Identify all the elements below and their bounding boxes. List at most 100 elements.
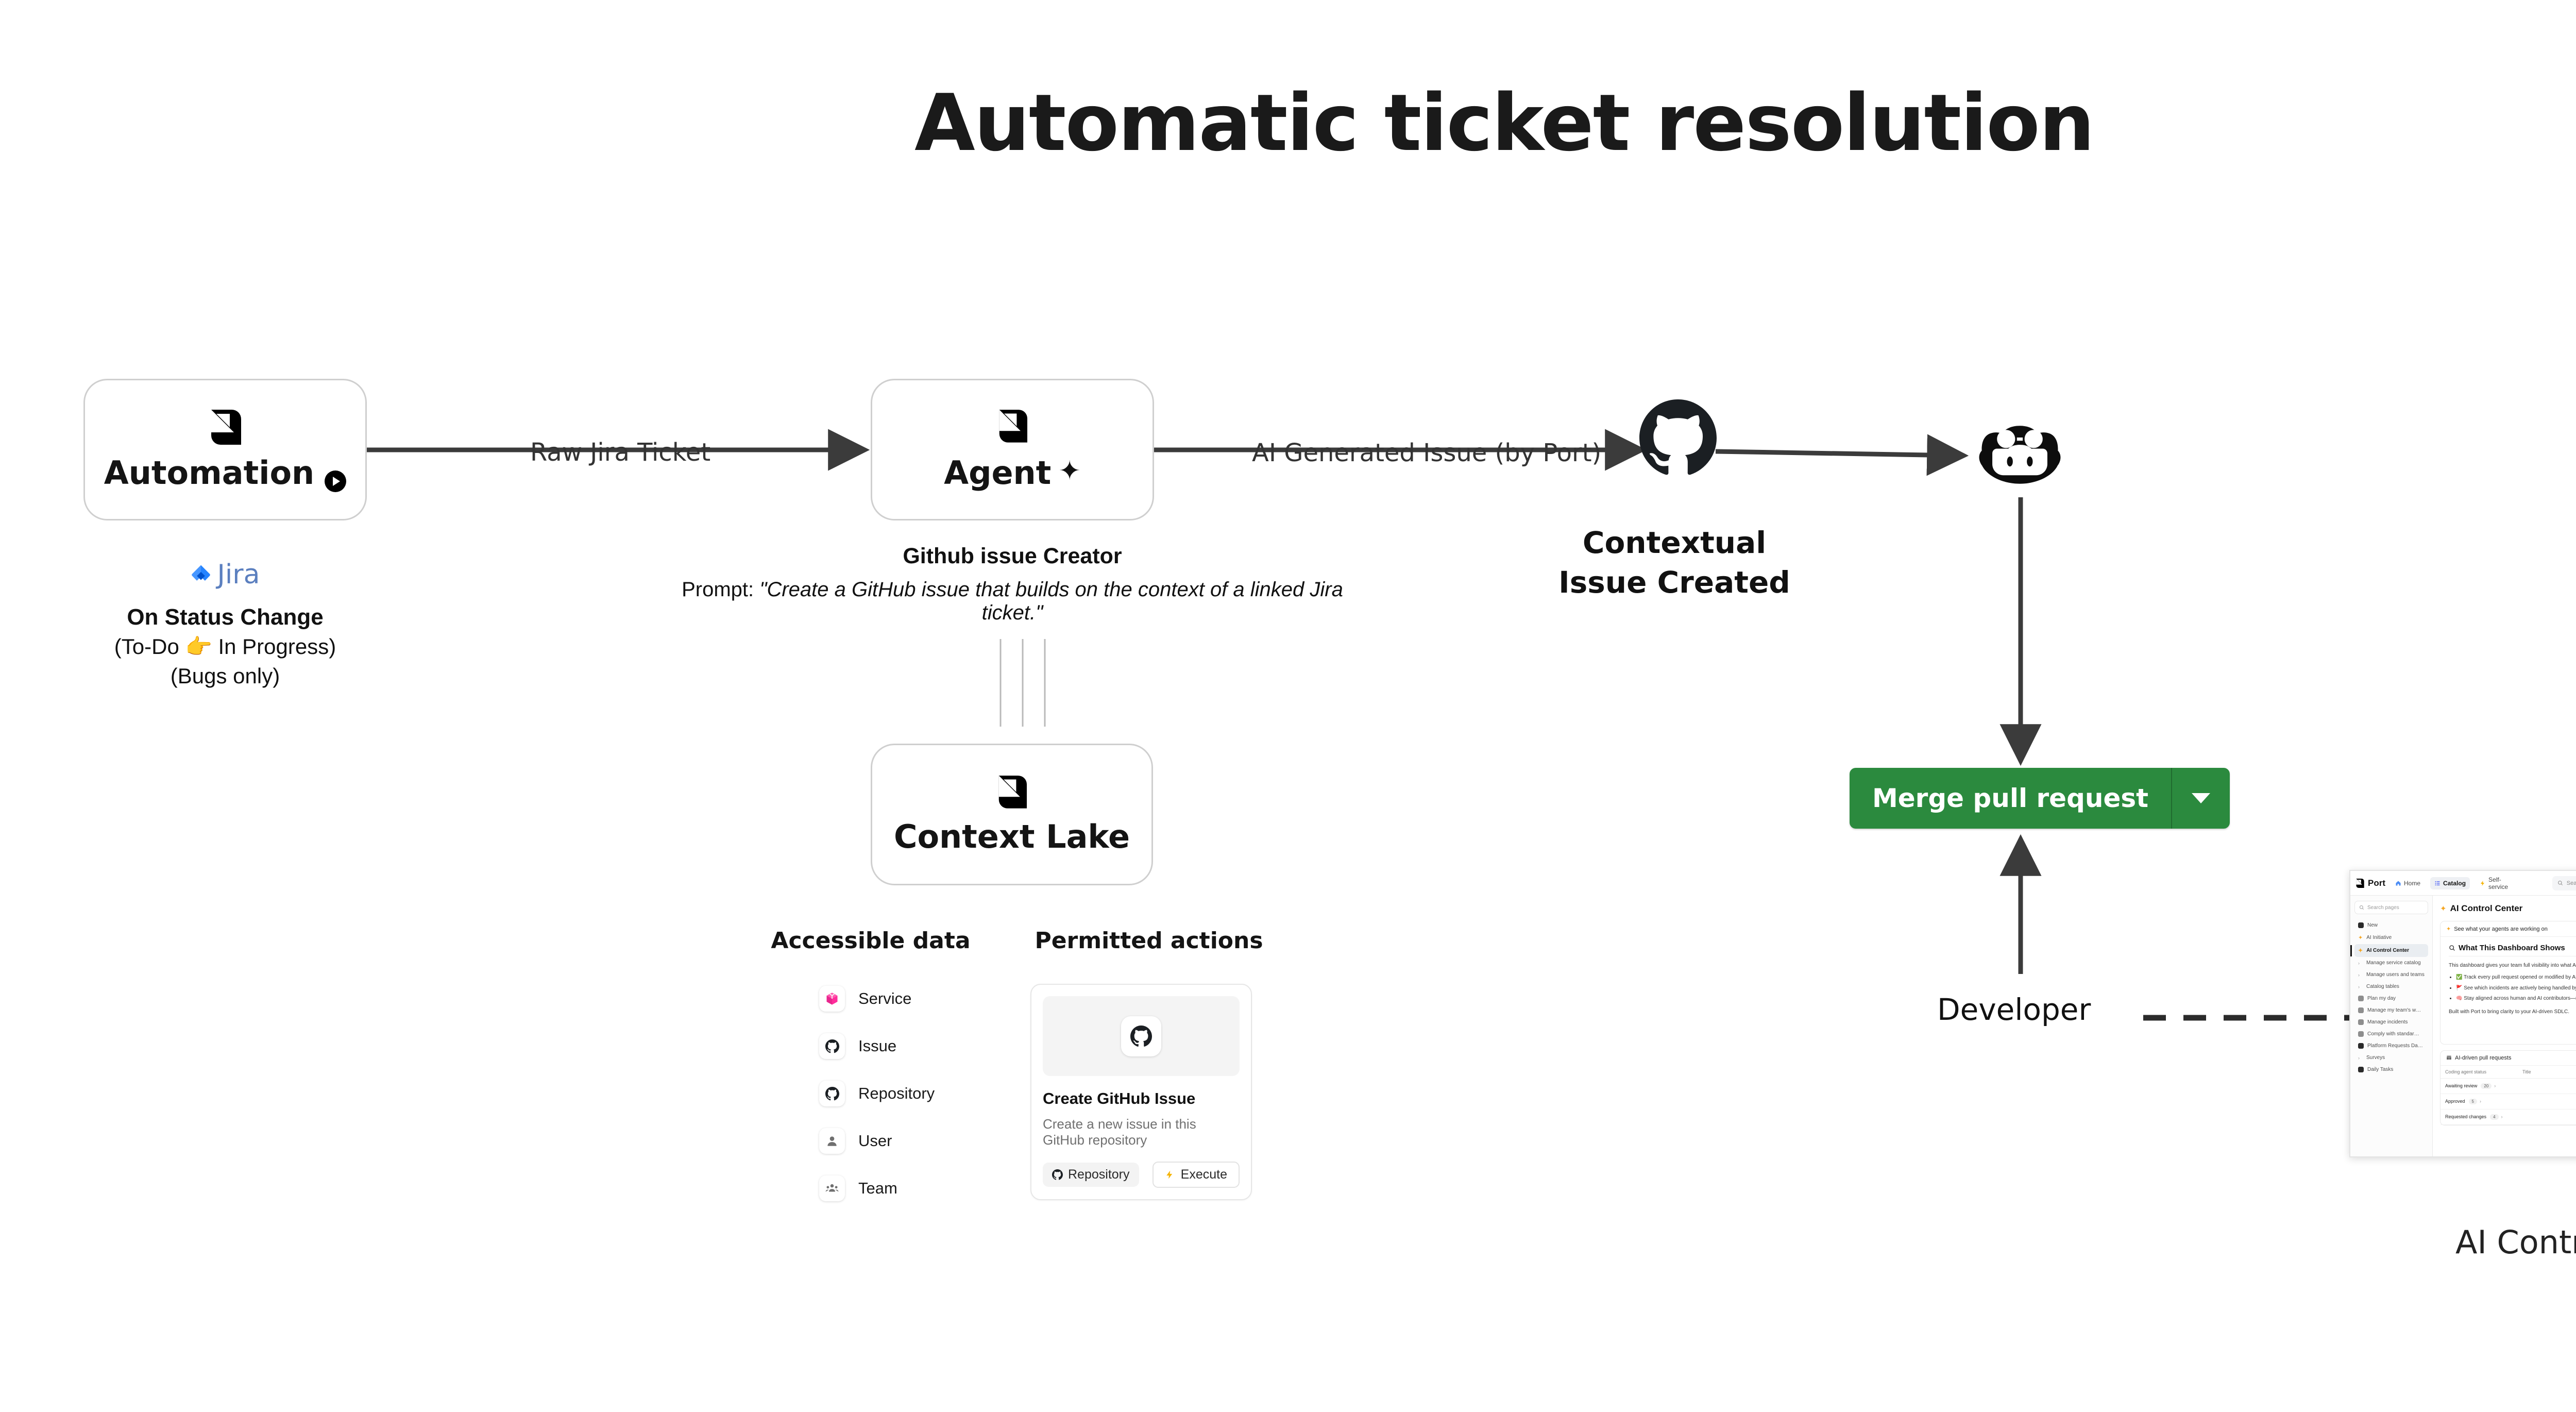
- list-item[interactable]: Repository: [819, 1081, 979, 1106]
- sparkle-icon: ✦: [2440, 904, 2447, 913]
- search-input[interactable]: Search ⌘ K: [2552, 876, 2576, 890]
- list-item: 🚩 See which incidents are actively being…: [2456, 985, 2576, 993]
- repository-chip[interactable]: Repository: [1043, 1163, 1139, 1187]
- automation-caption: Jira On Status Change (To-Do 👉 In Progre…: [83, 559, 367, 688]
- jira-label: Jira: [217, 559, 260, 590]
- chevron-right-icon: ›: [2358, 1055, 2360, 1061]
- sidebar-item-daily-tasks[interactable]: Daily Tasks: [2354, 1064, 2428, 1075]
- node-agent[interactable]: Agent ✦: [871, 379, 1154, 520]
- github-icon: [1052, 1169, 1063, 1180]
- nav-self-service[interactable]: Self-service: [2476, 873, 2520, 893]
- sidebar-item-label: AI Initiative: [2366, 935, 2392, 940]
- github-copilot-icon: [1977, 423, 2062, 487]
- sidebar-item-plan-my-day[interactable]: Plan my day: [2354, 993, 2428, 1004]
- github-octocat-icon: [1639, 399, 1717, 477]
- agent-name: Github issue Creator: [903, 544, 1122, 568]
- action-card-footer: Repository Execute: [1043, 1162, 1240, 1188]
- column-header-coding-agent-status[interactable]: Coding agent status: [2445, 1069, 2487, 1074]
- sidebar-item-manage-my-teams-work[interactable]: Manage my team's w…: [2354, 1004, 2428, 1016]
- agents-card-body: What This Dashboard Shows This dashboard…: [2441, 937, 2576, 1044]
- chevron-right-icon[interactable]: ›: [2494, 1083, 2496, 1088]
- dashboard-title: AI Control Center: [2450, 903, 2523, 913]
- list-item-label: Service: [858, 989, 912, 1007]
- sidebar-item-manage-users-and-teams[interactable]: › Manage users and teams: [2354, 969, 2428, 981]
- table-row[interactable]: Approved 5 ›: [2441, 1094, 2576, 1110]
- agent-caption: Github issue Creator Prompt: "Create a G…: [665, 544, 1360, 625]
- contextual-line-2: Issue Created: [1558, 564, 1790, 600]
- catalog-icon: [2434, 880, 2441, 886]
- sidebar-item-manage-service-catalog[interactable]: › Manage service catalog: [2354, 957, 2428, 969]
- sidebar-item-ai-control-center[interactable]: ✦ AI Control Center: [2354, 944, 2428, 957]
- pr-table-title: AI-driven pull requests: [2455, 1054, 2512, 1061]
- table-icon: [2446, 1055, 2452, 1061]
- sidebar-item-label: AI Control Center: [2366, 948, 2409, 953]
- action-card-thumbnail: [1043, 996, 1240, 1076]
- port-logo-icon: [2355, 878, 2364, 888]
- list-item[interactable]: Team: [819, 1175, 979, 1201]
- nav-catalog[interactable]: Catalog: [2430, 877, 2470, 889]
- github-icon: [819, 1033, 845, 1059]
- node-automation[interactable]: Automation: [83, 379, 367, 520]
- action-card[interactable]: Create GitHub Issue Create a new issue i…: [1030, 984, 1252, 1200]
- search-icon: [2359, 905, 2364, 910]
- sidebar-item-new[interactable]: New: [2354, 919, 2428, 931]
- sidebar-item-label: Manage service catalog: [2366, 960, 2421, 966]
- sidebar-item-comply-with-standards[interactable]: Comply with standar…: [2354, 1028, 2428, 1040]
- execute-button[interactable]: Execute: [1152, 1162, 1240, 1188]
- pr-table-card: AI-driven pull requests Coding agent sta…: [2440, 1050, 2576, 1125]
- calendar-icon: [2358, 996, 2364, 1001]
- row-status-label: Requested changes: [2445, 1114, 2487, 1119]
- row-count: 4: [2490, 1114, 2499, 1120]
- chevron-right-icon[interactable]: ›: [2479, 1099, 2481, 1104]
- contextual-issue-label: Contextual Issue Created: [1494, 523, 1855, 602]
- list-item: ✅ Track every pull request opened or mod…: [2456, 974, 2576, 982]
- sidebar-item-catalog-tables[interactable]: › Catalog tables: [2354, 981, 2428, 993]
- app-brand[interactable]: Port: [2355, 878, 2385, 888]
- table-row[interactable]: Requested changes 4 ›: [2441, 1110, 2576, 1125]
- table-row[interactable]: Awaiting review 20 ›: [2441, 1079, 2576, 1094]
- action-card-title: Create GitHub Issue: [1043, 1089, 1196, 1107]
- lightning-icon: [2480, 880, 2486, 886]
- agents-card-header: ✦ See what your agents are working on: [2441, 921, 2576, 937]
- sidebar-item-label: Daily Tasks: [2367, 1067, 2394, 1072]
- agent-prompt-prefix: Prompt:: [682, 578, 760, 601]
- sidebar-item-ai-initiative[interactable]: ✦ AI Initiative: [2354, 931, 2428, 944]
- search-pages-input[interactable]: Search pages: [2354, 901, 2428, 914]
- list-item[interactable]: User: [819, 1128, 979, 1154]
- chevron-down-icon[interactable]: [2172, 768, 2230, 829]
- list-item[interactable]: Service: [819, 986, 979, 1012]
- list-item[interactable]: Issue: [819, 1033, 979, 1059]
- ai-control-center-screenshot[interactable]: Port Home Catalog Self-service: [2349, 870, 2576, 1157]
- app-brand-label: Port: [2368, 878, 2385, 888]
- play-icon: [325, 470, 347, 492]
- node-context-lake[interactable]: Context Lake: [871, 744, 1153, 885]
- sidebar-item-surveys[interactable]: › Surveys: [2354, 1052, 2428, 1064]
- sidebar-item-platform-requests-dashboard[interactable]: Platform Requests Da…: [2354, 1040, 2428, 1052]
- accessible-data-section: Accessible data Service: [762, 928, 979, 1223]
- github-icon: [819, 1081, 845, 1106]
- agent-prompt-text: "Create a GitHub issue that builds on th…: [759, 578, 1343, 624]
- sidebar-item-label: Manage incidents: [2367, 1019, 2408, 1025]
- automation-condition: (To-Do 👉 In Progress): [114, 634, 336, 659]
- agents-card: ✦ See what your agents are working on Wh…: [2440, 921, 2576, 1045]
- people-icon: [819, 1175, 845, 1201]
- nav-home[interactable]: Home: [2391, 877, 2425, 889]
- node-agent-title: Agent ✦: [944, 454, 1081, 492]
- repository-chip-label: Repository: [1068, 1167, 1130, 1182]
- nav-home-label: Home: [2404, 879, 2421, 887]
- pr-table-columns: Coding agent status Title Pull Request U…: [2441, 1066, 2576, 1079]
- column-header-title[interactable]: Title: [2522, 1069, 2531, 1074]
- list-item-label: User: [858, 1132, 892, 1150]
- sidebar-item-label: Manage users and teams: [2366, 972, 2425, 978]
- sidebar-item-manage-incidents[interactable]: Manage incidents: [2354, 1016, 2428, 1028]
- dashboard-shows-heading: What This Dashboard Shows: [2449, 944, 2576, 956]
- merge-pull-request-button[interactable]: Merge pull request: [1850, 768, 2173, 829]
- cube-icon: [819, 986, 845, 1012]
- node-context-lake-title: Context Lake: [893, 818, 1130, 855]
- merge-pull-request-button-group[interactable]: Merge pull request: [1850, 768, 2230, 829]
- chevron-right-icon: ›: [2358, 984, 2360, 989]
- chevron-right-icon[interactable]: ›: [2501, 1114, 2503, 1119]
- plus-square-icon: [2358, 922, 2364, 928]
- permitted-actions-heading: Permitted actions: [1035, 928, 1263, 954]
